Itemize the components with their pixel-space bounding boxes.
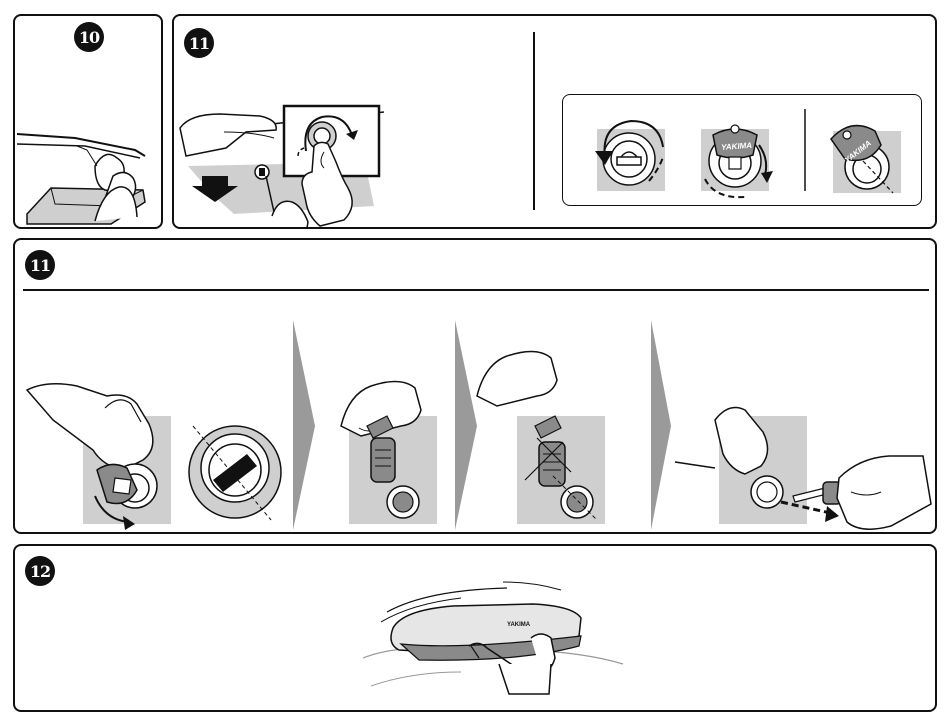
step-10-panel: 10	[13, 14, 163, 229]
step-12-panel: 12 YAKIMA	[13, 544, 937, 712]
box-brand-label: YAKIMA	[507, 622, 531, 628]
lock-sequence-inset: YAKIMA YAKIMA	[562, 94, 922, 206]
lock-turn-illustration	[174, 16, 534, 229]
close-lid-illustration: YAKIMA	[15, 546, 937, 712]
step-10-illustration	[15, 16, 163, 229]
lock-sequence-illustration: YAKIMA YAKIMA	[563, 95, 923, 207]
cylinder-removal-illustration	[15, 240, 937, 534]
step-11-bottom-panel: 11	[13, 238, 937, 534]
step-11-top-panel: 11	[172, 14, 937, 229]
panel-divider	[532, 32, 536, 212]
